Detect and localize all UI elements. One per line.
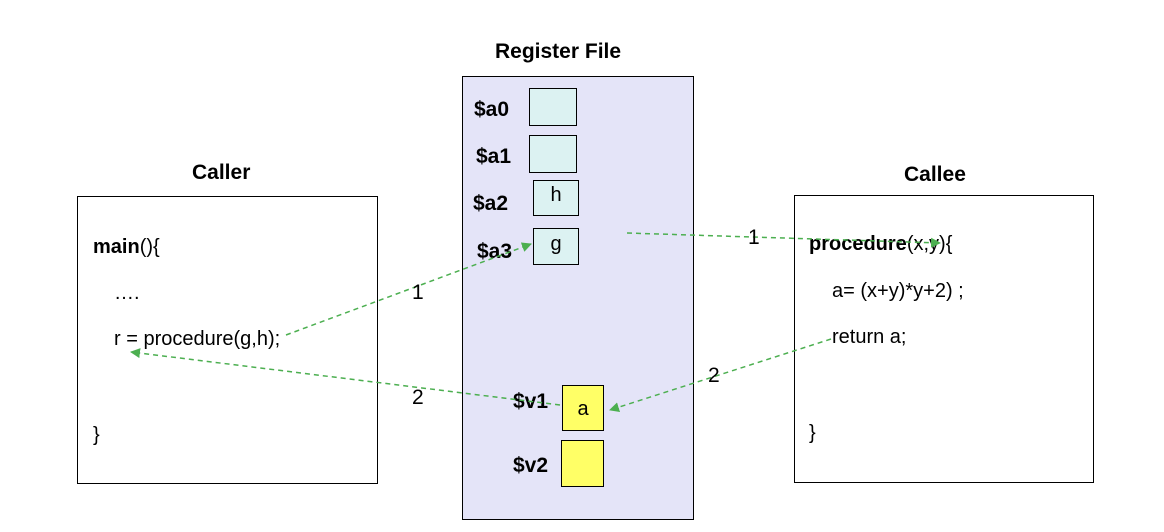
arrow-return-to-v1 [609,338,832,413]
register-label-a3: $a3 [477,240,513,263]
callee-box [794,195,1094,483]
arrow-args-to-callee [626,232,941,248]
register-cell-v2 [561,440,604,487]
caller-box [77,196,378,484]
arrow-label-return-caller: 2 [412,386,424,409]
register-label-a0: $a0 [474,98,510,121]
main-open: (){ [139,236,160,258]
register-cell-a3: g [533,228,579,265]
register-cell-a2: h [533,180,579,216]
caller-close-brace: } [93,424,100,446]
caller-title: Caller [192,161,251,184]
callee-assign-line: a= (x+y)*y+2) ; [832,280,964,302]
callee-close-brace: } [809,422,816,444]
arrow-args-to-a3 [285,242,532,336]
arrow-return-to-caller [130,348,561,406]
caller-main-line: main(){ [93,236,160,259]
arrow-label-args-callee: 1 [748,226,760,249]
main-function-name: main [93,236,140,258]
register-cell-a0 [529,88,577,126]
register-label-a1: $a1 [476,145,512,168]
register-cell-a1 [529,135,577,173]
register-cell-v1: a [562,385,604,431]
procedure-function-name: procedure [809,233,907,255]
arrow-label-args-caller: 1 [412,281,424,304]
callee-return-line: return a; [832,326,907,348]
callee-title: Callee [904,163,966,186]
caller-call-line: r = procedure(g,h); [114,328,281,350]
register-file-title: Register File [495,40,622,63]
arrow-label-return-callee: 2 [708,364,720,387]
register-label-a2: $a2 [473,192,509,215]
register-label-v2: $v2 [513,454,549,477]
caller-ellipsis: …. [114,282,140,304]
